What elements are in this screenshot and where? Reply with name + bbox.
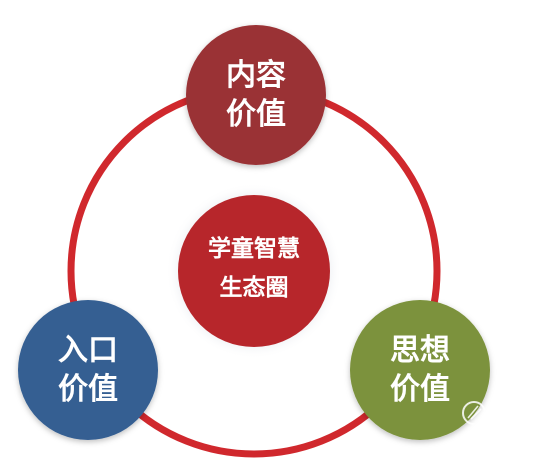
node-content-line1: 内容 bbox=[226, 58, 286, 93]
center-label-line2: 生态圈 bbox=[220, 274, 289, 301]
center-label-line1: 学童智慧 bbox=[208, 235, 300, 262]
node-content-value bbox=[186, 25, 326, 165]
node-thought-value bbox=[350, 300, 490, 440]
node-entry-line1: 入口 bbox=[58, 333, 118, 368]
node-content-line2: 价值 bbox=[226, 97, 286, 132]
node-thought-line2: 价值 bbox=[390, 372, 450, 407]
node-entry-line2: 价值 bbox=[58, 372, 118, 407]
node-thought-line1: 思想 bbox=[390, 333, 450, 368]
node-entry-value bbox=[18, 300, 158, 440]
center-circle bbox=[178, 195, 330, 347]
circle-watermark-icon bbox=[462, 401, 486, 425]
